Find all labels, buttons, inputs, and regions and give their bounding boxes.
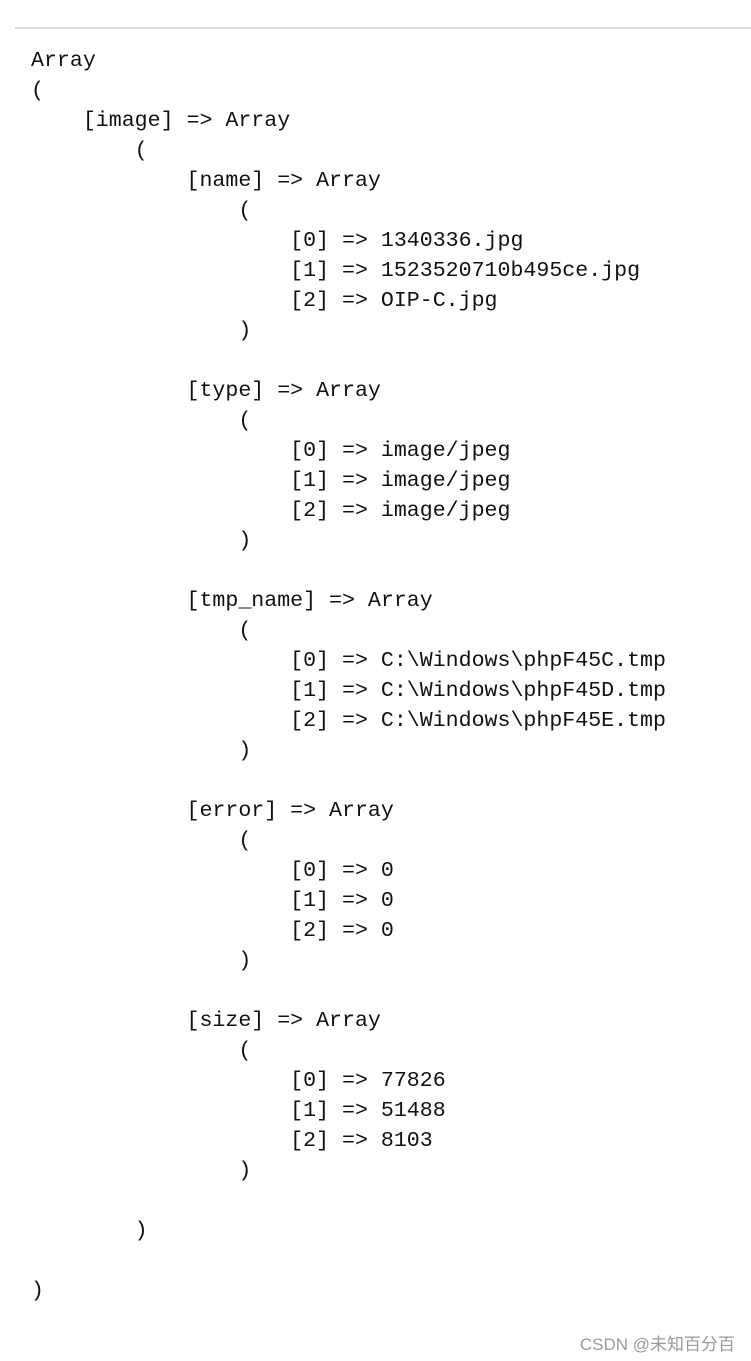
- close-paren: ): [31, 949, 252, 973]
- array-key-image: [image] => Array: [31, 109, 291, 133]
- array-entry: [2] => C:\Windows\phpF45E.tmp: [31, 709, 666, 733]
- array-entry: [0] => 0: [31, 859, 394, 883]
- open-paren: (: [31, 139, 148, 163]
- open-paren: (: [31, 199, 252, 223]
- array-entry: [0] => 77826: [31, 1069, 446, 1093]
- array-key-type: [type] => Array: [31, 379, 381, 403]
- array-entry: [1] => 51488: [31, 1099, 446, 1123]
- array-entry: [0] => image/jpeg: [31, 439, 511, 463]
- array-entry: [0] => 1340336.jpg: [31, 229, 524, 253]
- array-entry: [0] => C:\Windows\phpF45C.tmp: [31, 649, 666, 673]
- blank-line: [31, 976, 666, 1006]
- open-paren: (: [31, 409, 252, 433]
- close-paren: ): [31, 1219, 148, 1243]
- array-key-name: [name] => Array: [31, 169, 381, 193]
- close-paren: ): [31, 1159, 252, 1183]
- array-entry: [2] => 0: [31, 919, 394, 943]
- array-entry: [1] => C:\Windows\phpF45D.tmp: [31, 679, 666, 703]
- array-key-size: [size] => Array: [31, 1009, 381, 1033]
- array-key-error: [error] => Array: [31, 799, 394, 823]
- array-entry: [2] => image/jpeg: [31, 499, 511, 523]
- blank-line: [31, 346, 666, 376]
- close-paren: ): [31, 529, 252, 553]
- watermark: CSDN @未知百分百: [579, 1335, 735, 1354]
- blank-line: [31, 766, 666, 796]
- close-paren: ): [31, 1279, 44, 1303]
- blank-line: [31, 1186, 666, 1216]
- open-paren: (: [31, 619, 252, 643]
- array-entry: [1] => 1523520710b495ce.jpg: [31, 259, 641, 283]
- root-array-label: Array: [31, 49, 96, 73]
- open-paren: (: [31, 829, 252, 853]
- open-paren: (: [31, 1039, 252, 1063]
- array-entry: [1] => 0: [31, 889, 394, 913]
- close-paren: ): [31, 739, 252, 763]
- array-entry: [2] => OIP-C.jpg: [31, 289, 498, 313]
- close-paren: ): [31, 319, 252, 343]
- open-paren: (: [31, 79, 44, 103]
- array-entry: [1] => image/jpeg: [31, 469, 511, 493]
- blank-line: [31, 1246, 666, 1276]
- array-key-tmp-name: [tmp_name] => Array: [31, 589, 433, 613]
- print-r-output: Array ( [image] => Array ( [name] => Arra…: [31, 46, 666, 1306]
- array-entry: [2] => 8103: [31, 1129, 433, 1153]
- top-divider: [15, 27, 751, 29]
- blank-line: [31, 556, 666, 586]
